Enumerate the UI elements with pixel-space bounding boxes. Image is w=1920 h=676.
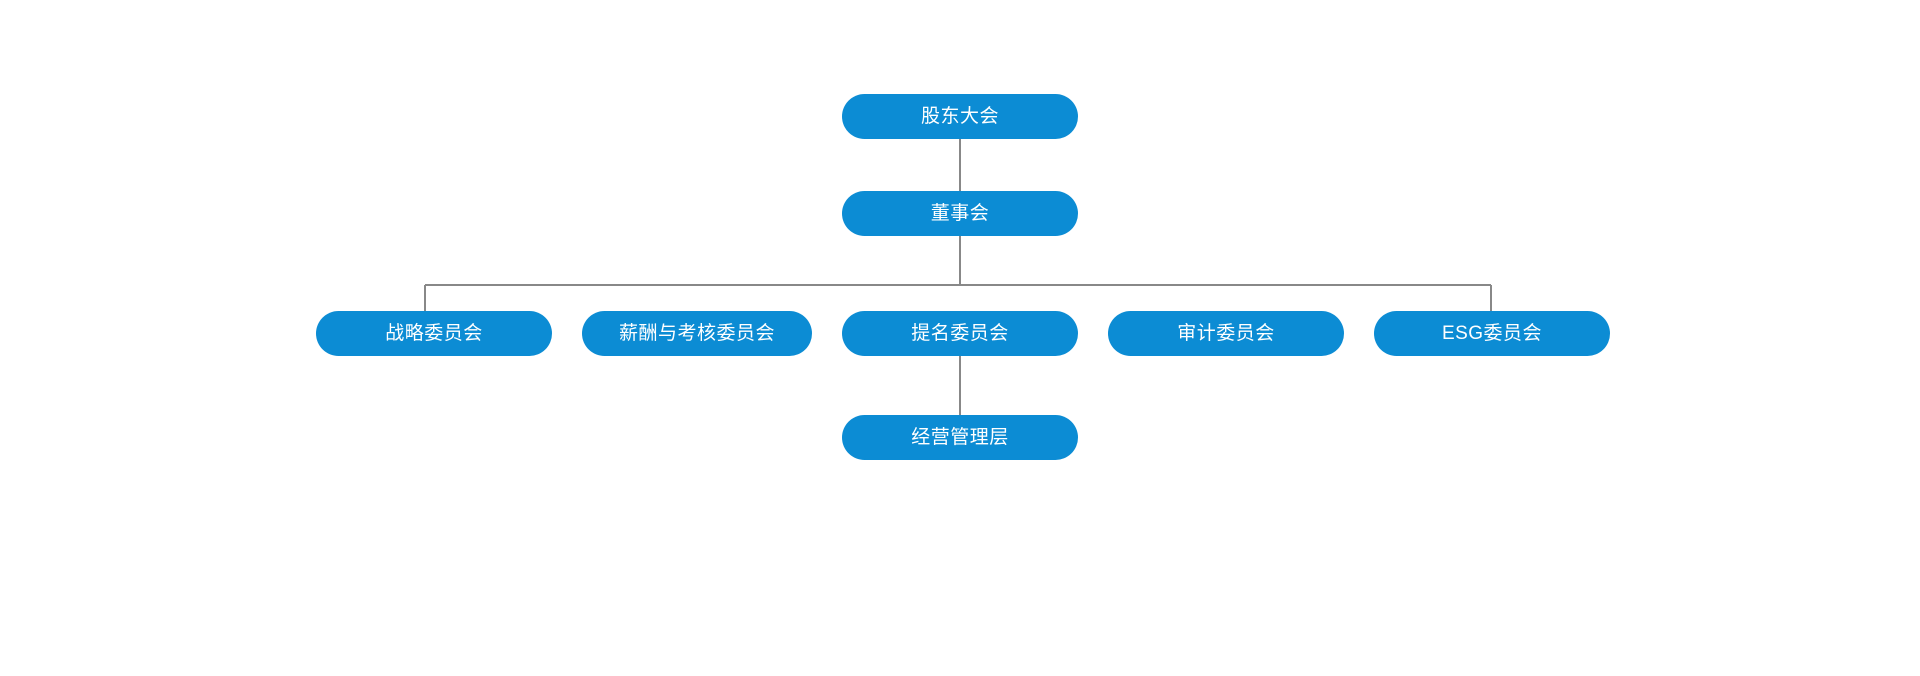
node-esg-committee[interactable]: ESG委员会 <box>1374 311 1610 356</box>
node-label-audit-committee: 审计委员会 <box>1177 323 1275 344</box>
node-label-strategy-committee: 战略委员会 <box>385 323 483 344</box>
node-remuneration-appraisal-committee[interactable]: 薪酬与考核委员会 <box>582 311 812 356</box>
node-label-nomination-committee: 提名委员会 <box>911 323 1009 344</box>
node-label-remuneration-appraisal-committee: 薪酬与考核委员会 <box>618 323 775 344</box>
node-management-team[interactable]: 经营管理层 <box>842 415 1078 460</box>
node-label-board-of-directors: 董事会 <box>930 203 990 224</box>
node-board-of-directors[interactable]: 董事会 <box>842 191 1078 236</box>
node-audit-committee[interactable]: 审计委员会 <box>1108 311 1344 356</box>
node-label-shareholders-meeting: 股东大会 <box>920 106 999 127</box>
node-label-esg-committee: ESG委员会 <box>1441 323 1543 344</box>
node-label-management-team: 经营管理层 <box>911 427 1009 448</box>
node-shareholders-meeting[interactable]: 股东大会 <box>842 94 1078 139</box>
node-strategy-committee[interactable]: 战略委员会 <box>316 311 552 356</box>
node-nomination-committee[interactable]: 提名委员会 <box>842 311 1078 356</box>
